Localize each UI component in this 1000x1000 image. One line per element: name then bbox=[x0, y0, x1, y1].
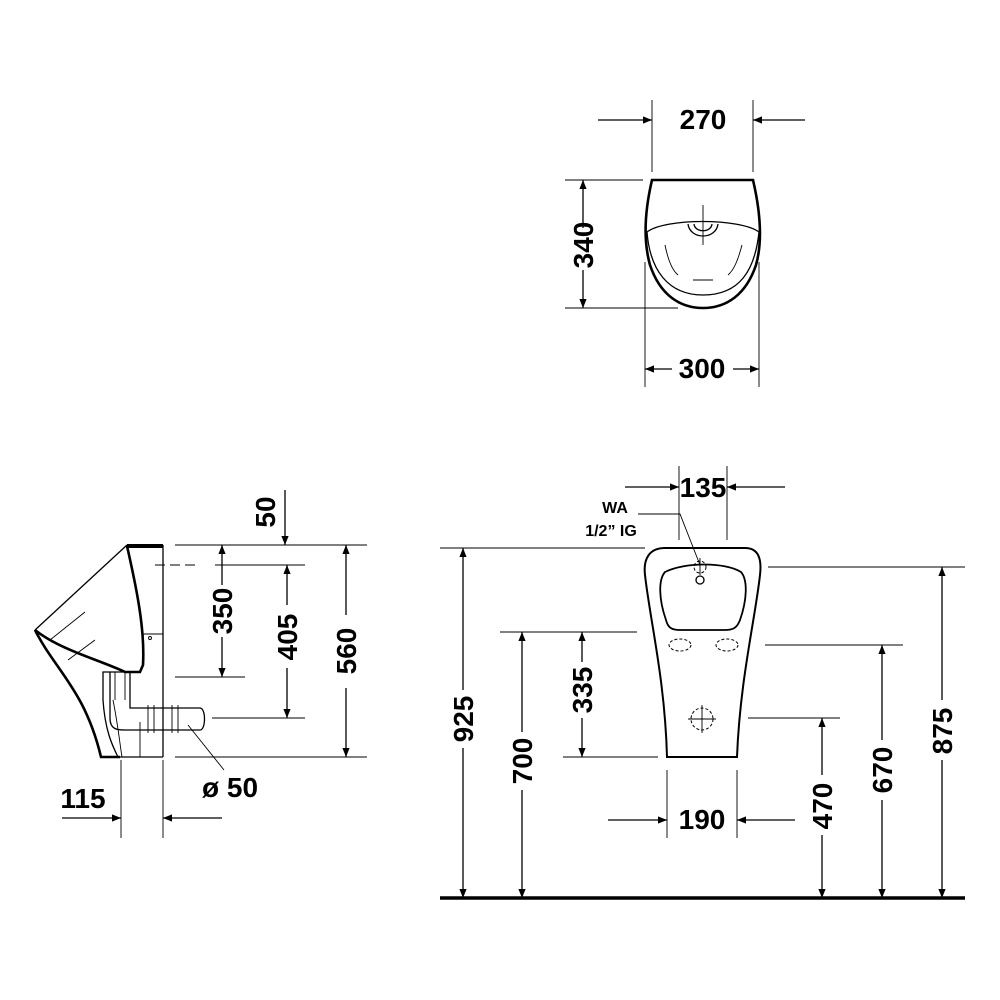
dim-o50: ø 50 bbox=[202, 772, 258, 803]
drain-pipe bbox=[109, 672, 206, 731]
dim-925: 925 bbox=[448, 696, 479, 743]
top-view: 270 340 300 bbox=[565, 100, 805, 387]
dim-50: 50 bbox=[250, 496, 281, 527]
side-view-bowl bbox=[33, 545, 145, 759]
vent-left bbox=[668, 638, 692, 652]
dim-135: 135 bbox=[680, 472, 727, 503]
side-view: ø 50 50 350 405 560 115 bbox=[33, 490, 367, 838]
top-view-bowl bbox=[646, 220, 760, 296]
inlet-thread: 1/2” IG bbox=[585, 523, 637, 540]
vent-right bbox=[715, 638, 739, 652]
top-view-outline bbox=[644, 178, 762, 310]
dim-700: 700 bbox=[507, 738, 538, 785]
front-view-bowl bbox=[659, 563, 747, 631]
dim-340: 340 bbox=[568, 222, 599, 269]
dim-270: 270 bbox=[680, 104, 727, 135]
dim-335: 335 bbox=[567, 667, 598, 714]
dim-190: 190 bbox=[679, 804, 726, 835]
dim-875: 875 bbox=[927, 708, 958, 755]
front-view-outline bbox=[643, 547, 762, 758]
front-view: 135 WA 1/2” IG 925 700 335 470 670 875 bbox=[440, 466, 965, 900]
dim-115: 115 bbox=[60, 783, 105, 814]
inlet-label: WA bbox=[602, 500, 628, 517]
dim-470: 470 bbox=[807, 783, 838, 830]
dim-405: 405 bbox=[272, 614, 303, 661]
dim-300: 300 bbox=[679, 353, 726, 384]
outlet-leader bbox=[187, 724, 225, 771]
dim-350: 350 bbox=[207, 588, 238, 635]
dim-560: 560 bbox=[331, 628, 362, 675]
dim-670: 670 bbox=[867, 747, 898, 794]
